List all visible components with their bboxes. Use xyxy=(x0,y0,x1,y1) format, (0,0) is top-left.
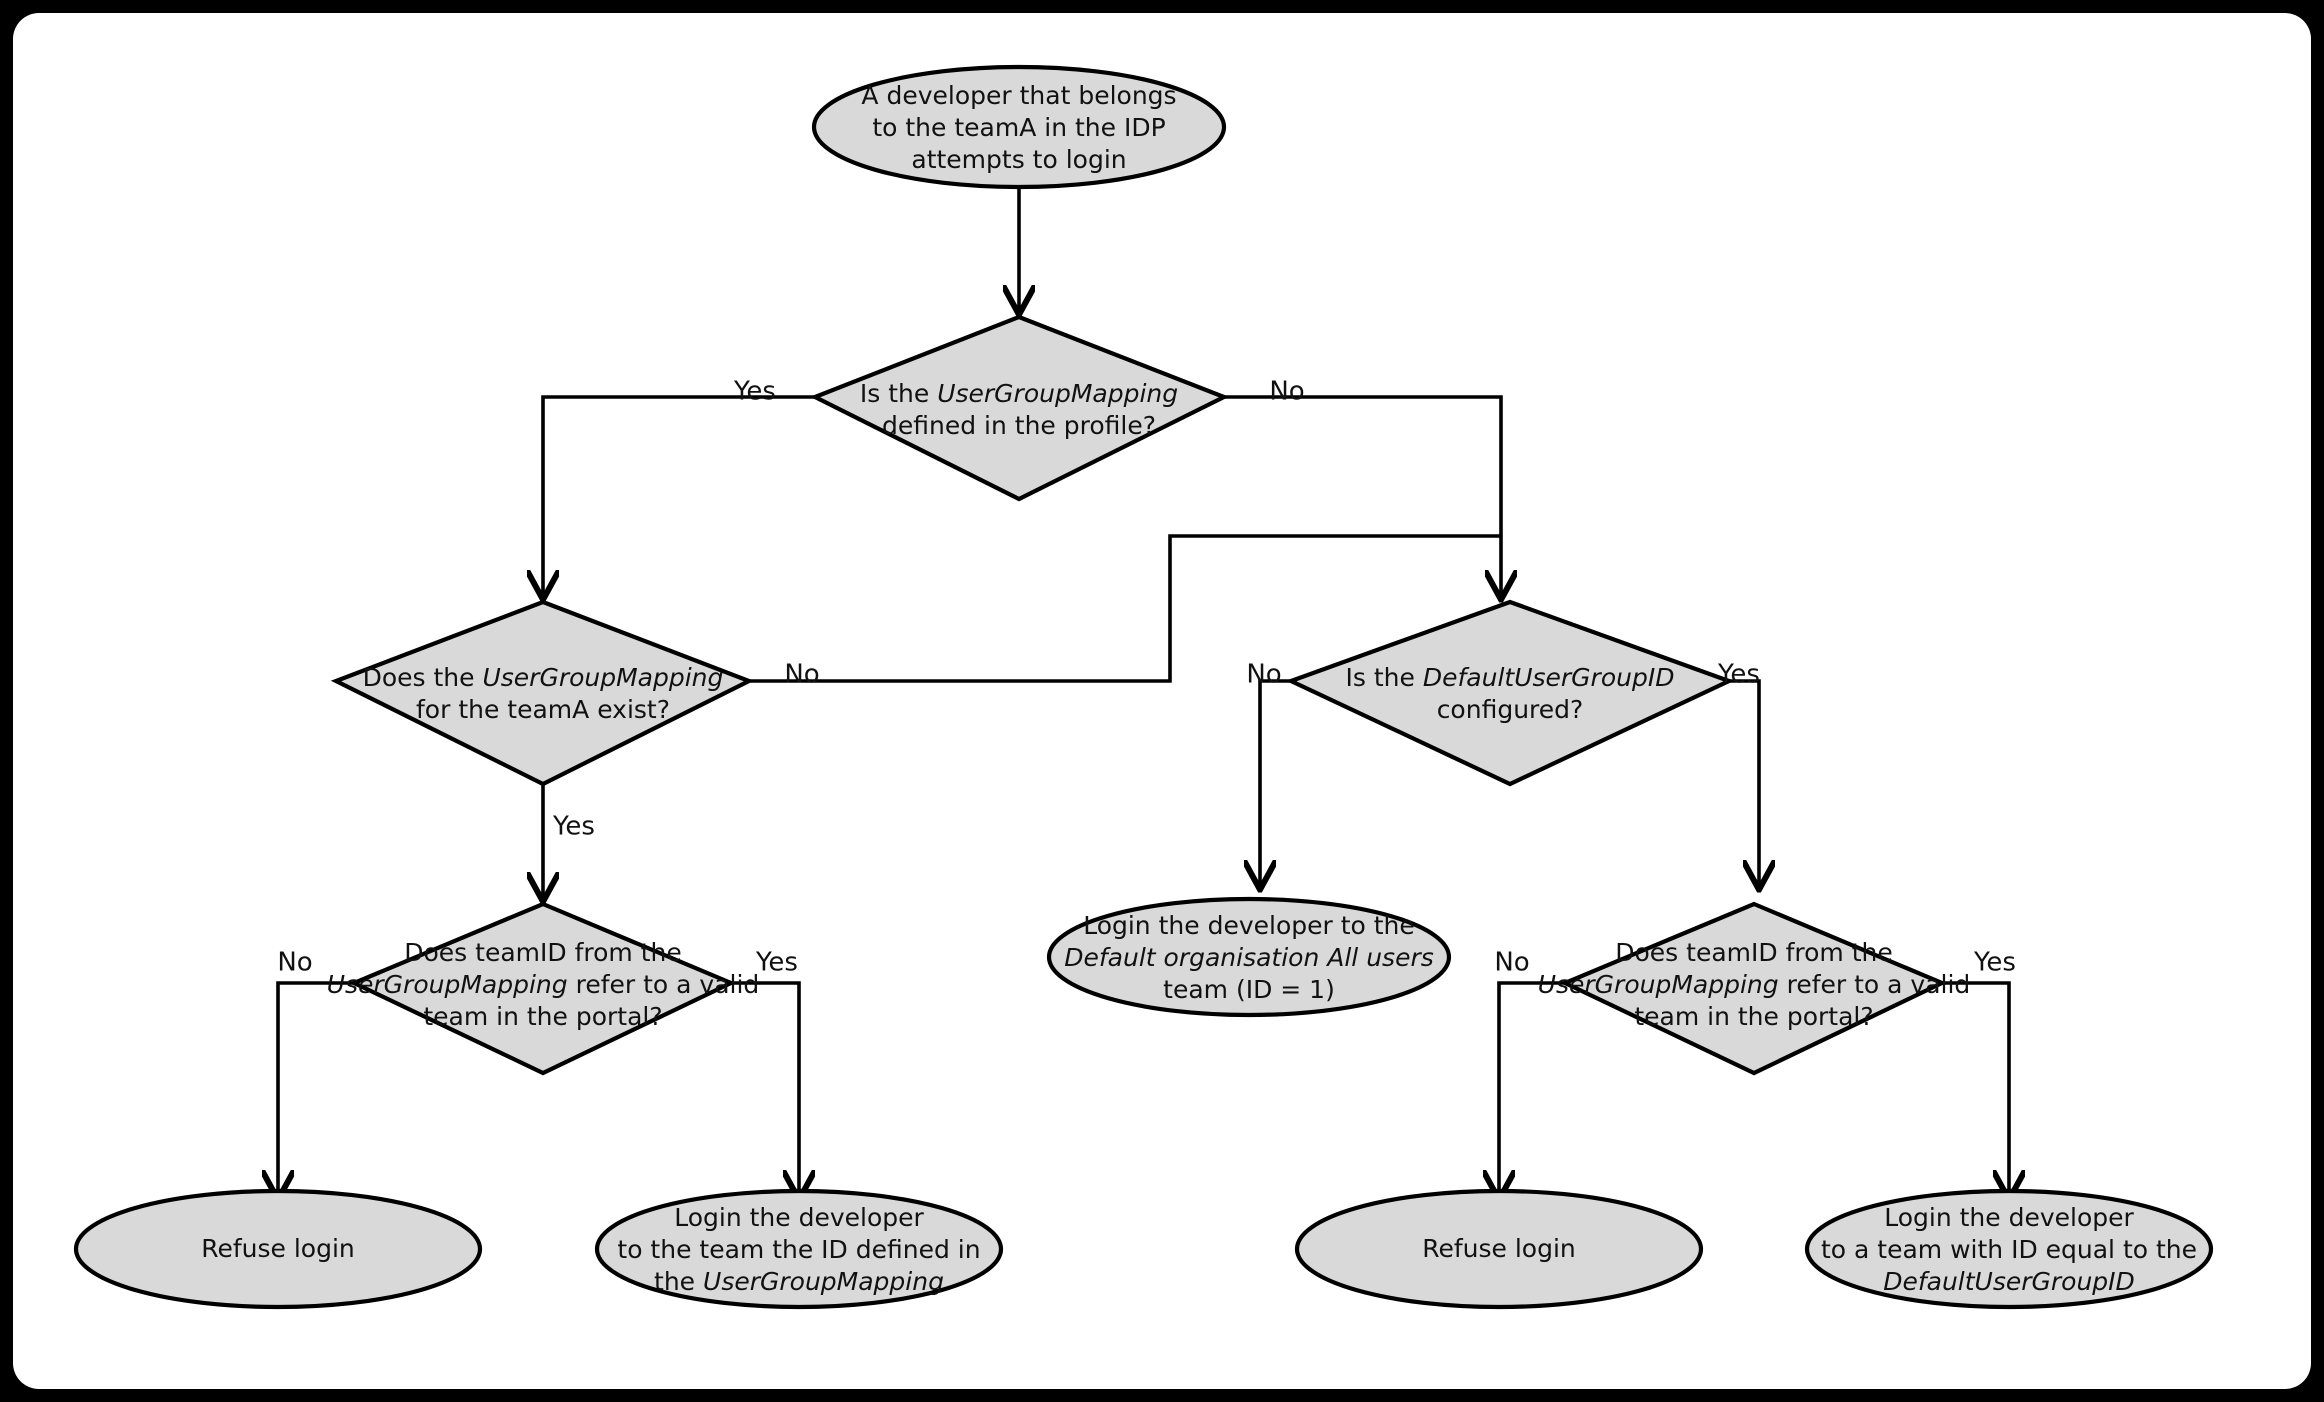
node-login-default-group-team[interactable]: Login the developer to a team with ID eq… xyxy=(1804,1188,2214,1310)
edge-label-mapping-defined-no: No xyxy=(1269,377,1304,407)
edge-mapping-defined-yes xyxy=(543,395,815,597)
refuse-login-right-label: Refuse login xyxy=(1422,1234,1576,1263)
decision-mapping-for-team-line-2: for the teamA exist? xyxy=(416,695,670,724)
decision-default-group-line-2: configured? xyxy=(1437,695,1584,724)
decision-valid-team-left-line-2: UserGroupMapping refer to a valid xyxy=(327,970,760,999)
decision-mapping-defined-line-1: Is the UserGroupMapping xyxy=(860,379,1178,408)
edge-label-default-group-no: No xyxy=(1246,660,1281,690)
edge-valid-team-left-yes xyxy=(731,981,799,1197)
login-mapping-team-line-2: to the team the ID defined in xyxy=(617,1235,980,1264)
login-default-org-line-1: Login the developer to the xyxy=(1083,911,1415,940)
edge-mapping-for-team-no xyxy=(749,534,1501,683)
edge-label-valid-team-left-yes: Yes xyxy=(755,948,798,978)
decision-valid-team-right-diamond xyxy=(1559,901,1948,1076)
refuse-login-left-label: Refuse login xyxy=(201,1234,355,1263)
node-refuse-login-left[interactable]: Refuse login xyxy=(73,1188,483,1310)
decision-default-group-line-1: Is the DefaultUserGroupID xyxy=(1346,663,1675,692)
refuse-login-left-ellipse xyxy=(73,1188,483,1310)
decision-valid-team-right-line-1: Does teamID from the xyxy=(1615,938,1892,967)
login-default-org-line-3: team (ID = 1) xyxy=(1163,975,1335,1004)
node-decision-mapping-defined[interactable]: Is the UserGroupMapping defined in the p… xyxy=(809,314,1230,502)
decision-mapping-defined-diamond xyxy=(809,314,1230,502)
edge-label-default-group-yes: Yes xyxy=(1717,660,1760,690)
edge-label-valid-team-right-no: No xyxy=(1494,948,1529,978)
decision-mapping-for-team-diamond xyxy=(330,599,755,787)
edge-labels: Yes No No Yes No Yes No Yes No Yes xyxy=(277,377,2016,978)
edge-label-mapping-for-team-no: No xyxy=(784,660,819,690)
login-default-group-team-ellipse xyxy=(1804,1188,2214,1310)
refuse-login-right-ellipse xyxy=(1294,1188,1704,1310)
start-line-1: A developer that belongs xyxy=(861,81,1176,110)
edge-label-valid-team-left-no: No xyxy=(277,948,312,978)
node-decision-mapping-for-team[interactable]: Does the UserGroupMapping for the teamA … xyxy=(330,599,755,787)
node-refuse-login-right[interactable]: Refuse login xyxy=(1294,1188,1704,1310)
decision-mapping-defined-line-2: defined in the profile? xyxy=(882,411,1156,440)
edge-valid-team-right-yes xyxy=(1942,981,2009,1197)
node-login-mapping-team[interactable]: Login the developer to the team the ID d… xyxy=(594,1188,1004,1310)
node-login-default-org[interactable]: Login the developer to the Default organ… xyxy=(1046,896,1452,1018)
edge-label-mapping-defined-yes: Yes xyxy=(733,377,776,407)
edge-label-mapping-for-team-yes: Yes xyxy=(552,812,595,842)
start-line-2: to the teamA in the IDP xyxy=(872,113,1165,142)
edge-default-group-yes xyxy=(1729,679,1759,887)
login-default-group-team-line-1: Login the developer xyxy=(1884,1203,2134,1232)
login-default-org-ellipse xyxy=(1046,896,1452,1018)
decision-mapping-for-team-line-1: Does the UserGroupMapping xyxy=(363,663,724,692)
edge-label-valid-team-right-yes: Yes xyxy=(1973,948,2016,978)
login-mapping-team-line-1: Login the developer xyxy=(674,1203,924,1232)
edges xyxy=(278,182,2009,1197)
edge-valid-team-left-no xyxy=(278,981,354,1197)
start-ellipse xyxy=(811,64,1227,190)
edge-mapping-defined-no xyxy=(1224,395,1501,597)
login-mapping-team-line-3: the UserGroupMapping xyxy=(654,1267,944,1296)
edge-default-group-no xyxy=(1260,679,1291,887)
decision-valid-team-right-line-2: UserGroupMapping refer to a valid xyxy=(1538,970,1971,999)
login-default-group-team-line-3: DefaultUserGroupID xyxy=(1883,1267,2135,1296)
login-default-org-line-2: Default organisation All users xyxy=(1064,943,1434,972)
decision-default-group-diamond xyxy=(1285,599,1735,787)
login-mapping-team-ellipse xyxy=(594,1188,1004,1310)
node-decision-valid-team-right[interactable]: Does teamID from the UserGroupMapping re… xyxy=(1538,901,1971,1076)
node-decision-valid-team-left[interactable]: Does teamID from the UserGroupMapping re… xyxy=(327,901,760,1076)
decision-valid-team-left-diamond xyxy=(348,901,737,1076)
start-line-3: attempts to login xyxy=(911,145,1126,174)
login-default-group-team-line-2: to a team with ID equal to the xyxy=(1821,1235,2197,1264)
edge-valid-team-right-no xyxy=(1499,981,1565,1197)
node-decision-default-group[interactable]: Is the DefaultUserGroupID configured? xyxy=(1285,599,1735,787)
decision-valid-team-left-line-1: Does teamID from the xyxy=(404,938,681,967)
decision-valid-team-right-line-3: team in the portal? xyxy=(1634,1002,1873,1031)
node-start[interactable]: A developer that belongs to the teamA in… xyxy=(811,64,1227,190)
decision-valid-team-left-line-3: team in the portal? xyxy=(423,1002,662,1031)
